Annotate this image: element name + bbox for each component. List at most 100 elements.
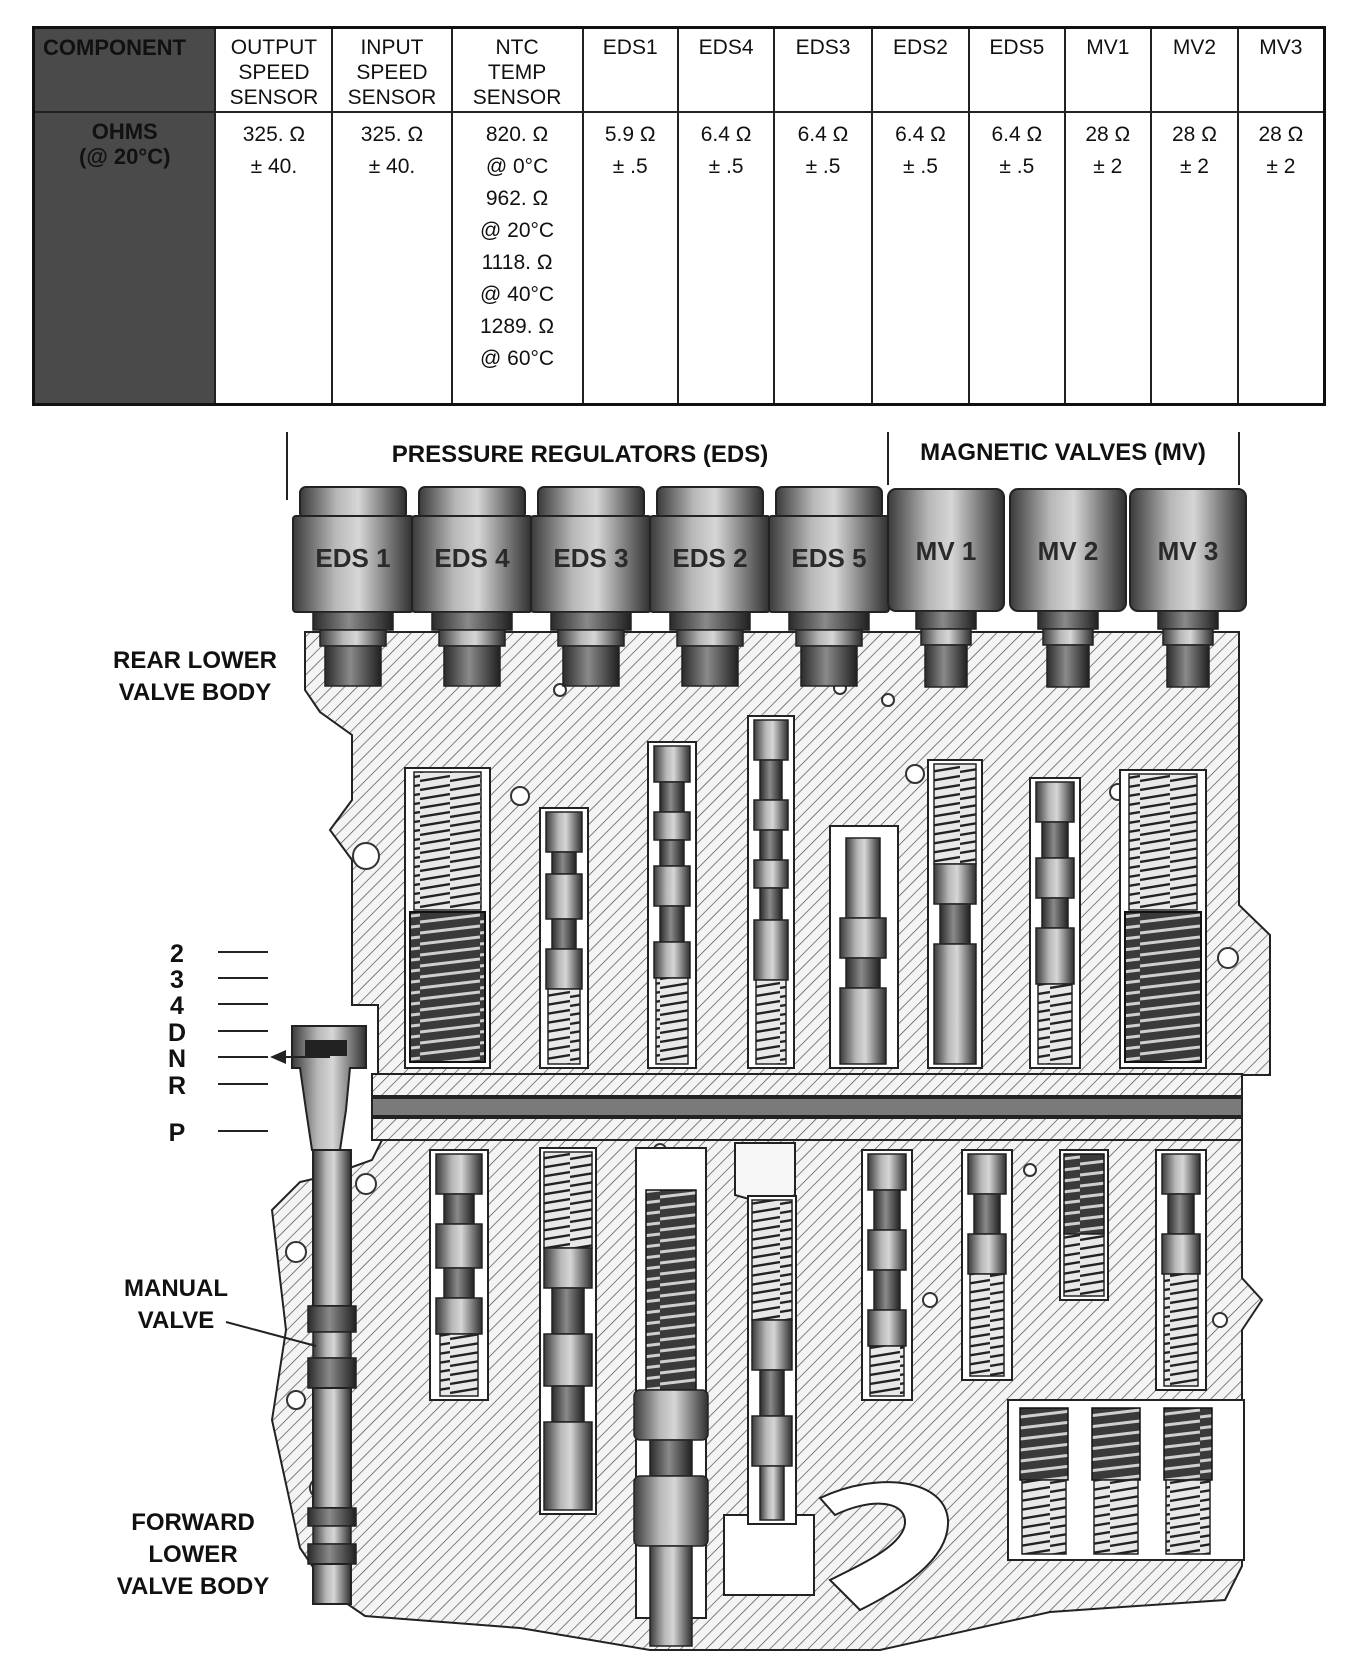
solenoid-eds2: EDS 2 [649,486,771,687]
value-eds4: 6.4 Ω± .5 [676,111,776,406]
header-line: MV1 [1086,36,1130,59]
value-output-speed-sensor: 325. Ω ± 40. [214,111,334,406]
value-line: ± .5 [903,155,938,178]
value-line: 28 Ω [1172,123,1217,146]
value-line: 1289. Ω [480,315,555,338]
solenoid-mv1: MV 1 [887,488,1005,688]
value-mv1: 28 Ω ± 2 [1063,111,1153,406]
header-line: EDS2 [893,36,948,59]
value-line: 28 Ω [1085,123,1131,146]
header-line: EDS4 [698,36,754,59]
solenoid-label: EDS 3 [553,543,628,573]
header-mv1: MV1 [1063,26,1153,113]
forward-lower-valve-body-label-3: VALVE BODY [117,1573,269,1600]
value-mv2: 28 Ω± 2 [1150,111,1239,406]
value-mv3: 28 Ω ± 2 [1236,111,1326,406]
manual-valve [291,1025,367,1605]
gear-position-3: 3 [170,966,184,994]
rear-valve-bore-2 [539,807,589,1069]
solenoid-label: MV 3 [1158,536,1219,566]
header-line: TEMP [487,61,547,84]
forward-valve-bore-1 [429,1149,489,1401]
header-line: OUTPUT [230,36,318,59]
separator-plate [371,1073,1243,1097]
value-line: ± 40. [250,155,298,178]
value-line: 5.9 Ω [604,123,656,146]
solenoid-eds5: EDS 5 [768,486,890,687]
solenoid-eds4: EDS 4 [411,486,533,687]
value-line: ± .5 [805,155,841,178]
value-input-speed-sensor: 325. Ω ± 40. [331,111,453,406]
forward-valve-bore-5 [861,1149,913,1401]
value-eds5: 6.4 Ω± .5 [968,111,1066,406]
gear-position-n: N [168,1045,186,1073]
arrow-head-icon [270,1050,286,1064]
forward-valve-bore-6 [961,1149,1013,1381]
solenoid-label: EDS 2 [672,543,747,573]
accumulator-springs [1007,1399,1245,1561]
component-header-cell: COMPONENT [32,26,217,113]
solenoid-eds1: EDS 1 [292,486,414,687]
value-line: 962. Ω [485,187,549,210]
solenoid-mv2: MV 2 [1009,488,1127,688]
rear-lower-valve-body-label-1: REAR LOWER [113,647,277,674]
ohms-label: OHMS [91,119,158,144]
header-line: SPEED [238,61,310,84]
value-line: @ 60°C [480,347,555,370]
value-line: 6.4 Ω [797,123,849,146]
value-line: @ 20°C [480,219,555,242]
value-line: 6.4 Ω [895,123,946,146]
value-line: ± .5 [999,155,1035,178]
header-line: INPUT [360,36,424,59]
solenoid-label: MV 2 [1038,536,1099,566]
forward-valve-bore-3 [633,1147,709,1647]
fluid-channel [818,1481,950,1612]
gear-position-scale [218,951,330,1132]
forward-valve-bore-8 [1155,1149,1207,1391]
pressure-regulators-label: PRESSURE REGULATORS (EDS) [392,441,769,468]
value-line: ± 40. [368,155,416,178]
gear-position-p: P [169,1119,186,1147]
header-eds2: EDS2 [870,26,971,113]
header-eds5: EDS5 [968,26,1066,113]
solenoid-mv3: MV 3 [1129,488,1247,688]
value-ntc-temp-sensor: 820. Ω @ 0°C 962. Ω @ 20°C 1118. Ω @ 40°… [450,111,584,406]
solenoid-label: MV 1 [916,536,977,566]
value-line: ± 2 [1266,155,1296,178]
manual-valve-label-1: MANUAL [124,1275,228,1302]
forward-lower-valve-body-label-2: LOWER [148,1541,237,1568]
value-line: @ 0°C [485,155,549,178]
rear-valve-bore-7 [1029,777,1081,1069]
solenoid-eds3: EDS 3 [530,486,652,687]
rear-valve-bore-6 [927,759,983,1069]
value-line: 325. Ω [242,123,306,146]
value-line: ± 2 [1093,155,1123,178]
table-ohms-row: OHMS (@ 20°C) 325. Ω ± 40. 325. Ω ± 40. 82… [32,111,1326,406]
forward-lower-valve-body-label-1: FORWARD [131,1509,255,1536]
component-label: COMPONENT [43,35,186,60]
value-line: 6.4 Ω [700,123,752,146]
solenoid-label: EDS 5 [791,543,866,573]
separator-plate-gasket [371,1097,1243,1117]
transfer-plate [371,1117,1243,1141]
header-line: EDS5 [989,36,1045,59]
ohms-row-label-cell: OHMS (@ 20°C) [32,111,217,406]
header-mv3: MV3 [1236,26,1326,113]
value-line: 325. Ω [360,123,424,146]
forward-valve-bore-2 [539,1147,597,1515]
value-line: 1118. Ω [481,251,553,274]
value-eds1: 5.9 Ω± .5 [581,111,679,406]
header-line: SENSOR [347,86,437,109]
rear-lower-valve-body-label-2: VALVE BODY [119,679,271,706]
header-line: SENSOR [229,86,319,109]
solenoid-label: EDS 1 [315,543,390,573]
rear-valve-bore-1 [404,767,491,1069]
gear-position-2: 2 [170,940,184,968]
solenoid-label: EDS 4 [434,543,510,573]
header-eds1: EDS1 [581,26,679,113]
value-line: 28 Ω [1258,123,1304,146]
rear-valve-bore-5 [829,825,899,1069]
